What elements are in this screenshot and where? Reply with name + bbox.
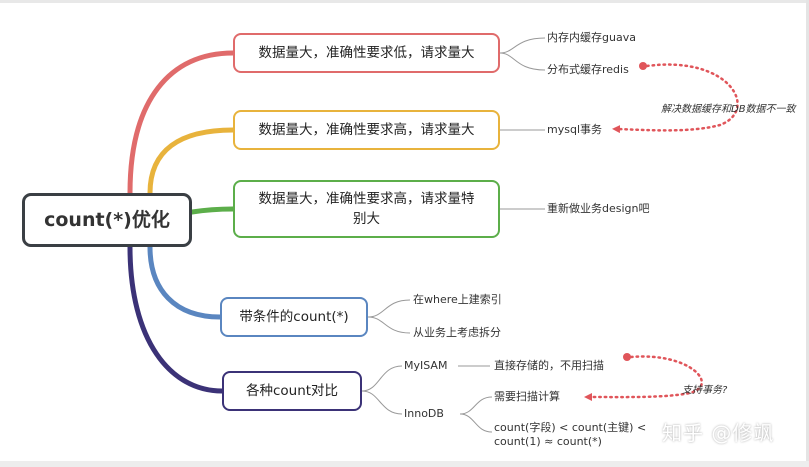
- leaf-where-index[interactable]: 在where上建索引: [413, 293, 502, 306]
- branch-5-label: 各种count对比: [245, 383, 339, 399]
- annotation-cache-consistency: 解决数据缓存和DB数据不一致: [661, 104, 796, 115]
- leaf-redesign[interactable]: 重新做业务design吧: [547, 202, 650, 215]
- branch-4-label: 带条件的count(*): [239, 309, 349, 325]
- leaf-myisam-direct-store[interactable]: 直接存储的，不用扫描: [494, 359, 604, 372]
- frame-edge-bottom: [0, 461, 809, 467]
- leaf-count-comparison[interactable]: count(字段) < count(主键) < count(1) ≈ count…: [494, 421, 647, 448]
- annotation-arrow-cache-consistency: [612, 63, 739, 134]
- connector-branch4-leaf2: [367, 316, 411, 334]
- leaf-redis[interactable]: 分布式缓存redis: [547, 63, 629, 76]
- branch-node-3[interactable]: 数据量大，准确性要求高，请求量特别大: [233, 180, 500, 238]
- connector-branch4-leaf1: [367, 299, 411, 318]
- connector-root-branch-1: [127, 50, 236, 196]
- root-node[interactable]: count(*)优化: [22, 193, 192, 247]
- leaf-business-split[interactable]: 从业务上考虑拆分: [413, 326, 501, 339]
- annotation-start-dot-cache: [639, 62, 647, 70]
- branch-2-label: 数据量大，准确性要求高，请求量大: [258, 122, 475, 138]
- connector-branch1-leaf2: [499, 52, 546, 71]
- branch-node-1[interactable]: 数据量大，准确性要求低，请求量大: [233, 33, 500, 73]
- child-myisam[interactable]: MyISAM: [404, 359, 448, 372]
- connector-root-branch-5: [127, 244, 225, 394]
- annotation-support-transaction: 支持事务?: [682, 385, 728, 396]
- connector-branch5-myisam: [361, 365, 403, 392]
- branch-node-4[interactable]: 带条件的count(*): [220, 297, 368, 337]
- root-label: count(*)优化: [44, 209, 170, 231]
- frame-edge-right: [806, 0, 809, 467]
- annotation-arrow-support-transaction: [584, 355, 703, 402]
- leaf-mysql-transaction[interactable]: mysql事务: [547, 123, 602, 136]
- connector-branch1-leaf1: [499, 37, 546, 54]
- connector-root-branch-4: [147, 244, 223, 320]
- child-innodb[interactable]: InnoDB: [404, 407, 444, 420]
- connector-root-branch-2: [147, 127, 236, 196]
- watermark: 知乎 @修飒: [662, 421, 775, 445]
- connector-innodb-leaf2: [459, 413, 493, 433]
- connector-root-branch-3: [189, 206, 236, 215]
- branch-3-label: 数据量大，准确性要求高，请求量特别大: [258, 191, 475, 227]
- connector-branch5-innodb: [361, 390, 403, 415]
- branch-node-2[interactable]: 数据量大，准确性要求高，请求量大: [233, 110, 500, 150]
- connector-innodb-leaf1: [459, 396, 493, 415]
- frame-edge-top: [0, 0, 809, 3]
- branch-node-5[interactable]: 各种count对比: [222, 371, 362, 411]
- leaf-innodb-scan[interactable]: 需要扫描计算: [494, 390, 560, 403]
- leaf-guava[interactable]: 内存内缓存guava: [547, 31, 636, 44]
- branch-1-label: 数据量大，准确性要求低，请求量大: [258, 45, 475, 61]
- annotation-start-dot-transaction: [623, 353, 631, 361]
